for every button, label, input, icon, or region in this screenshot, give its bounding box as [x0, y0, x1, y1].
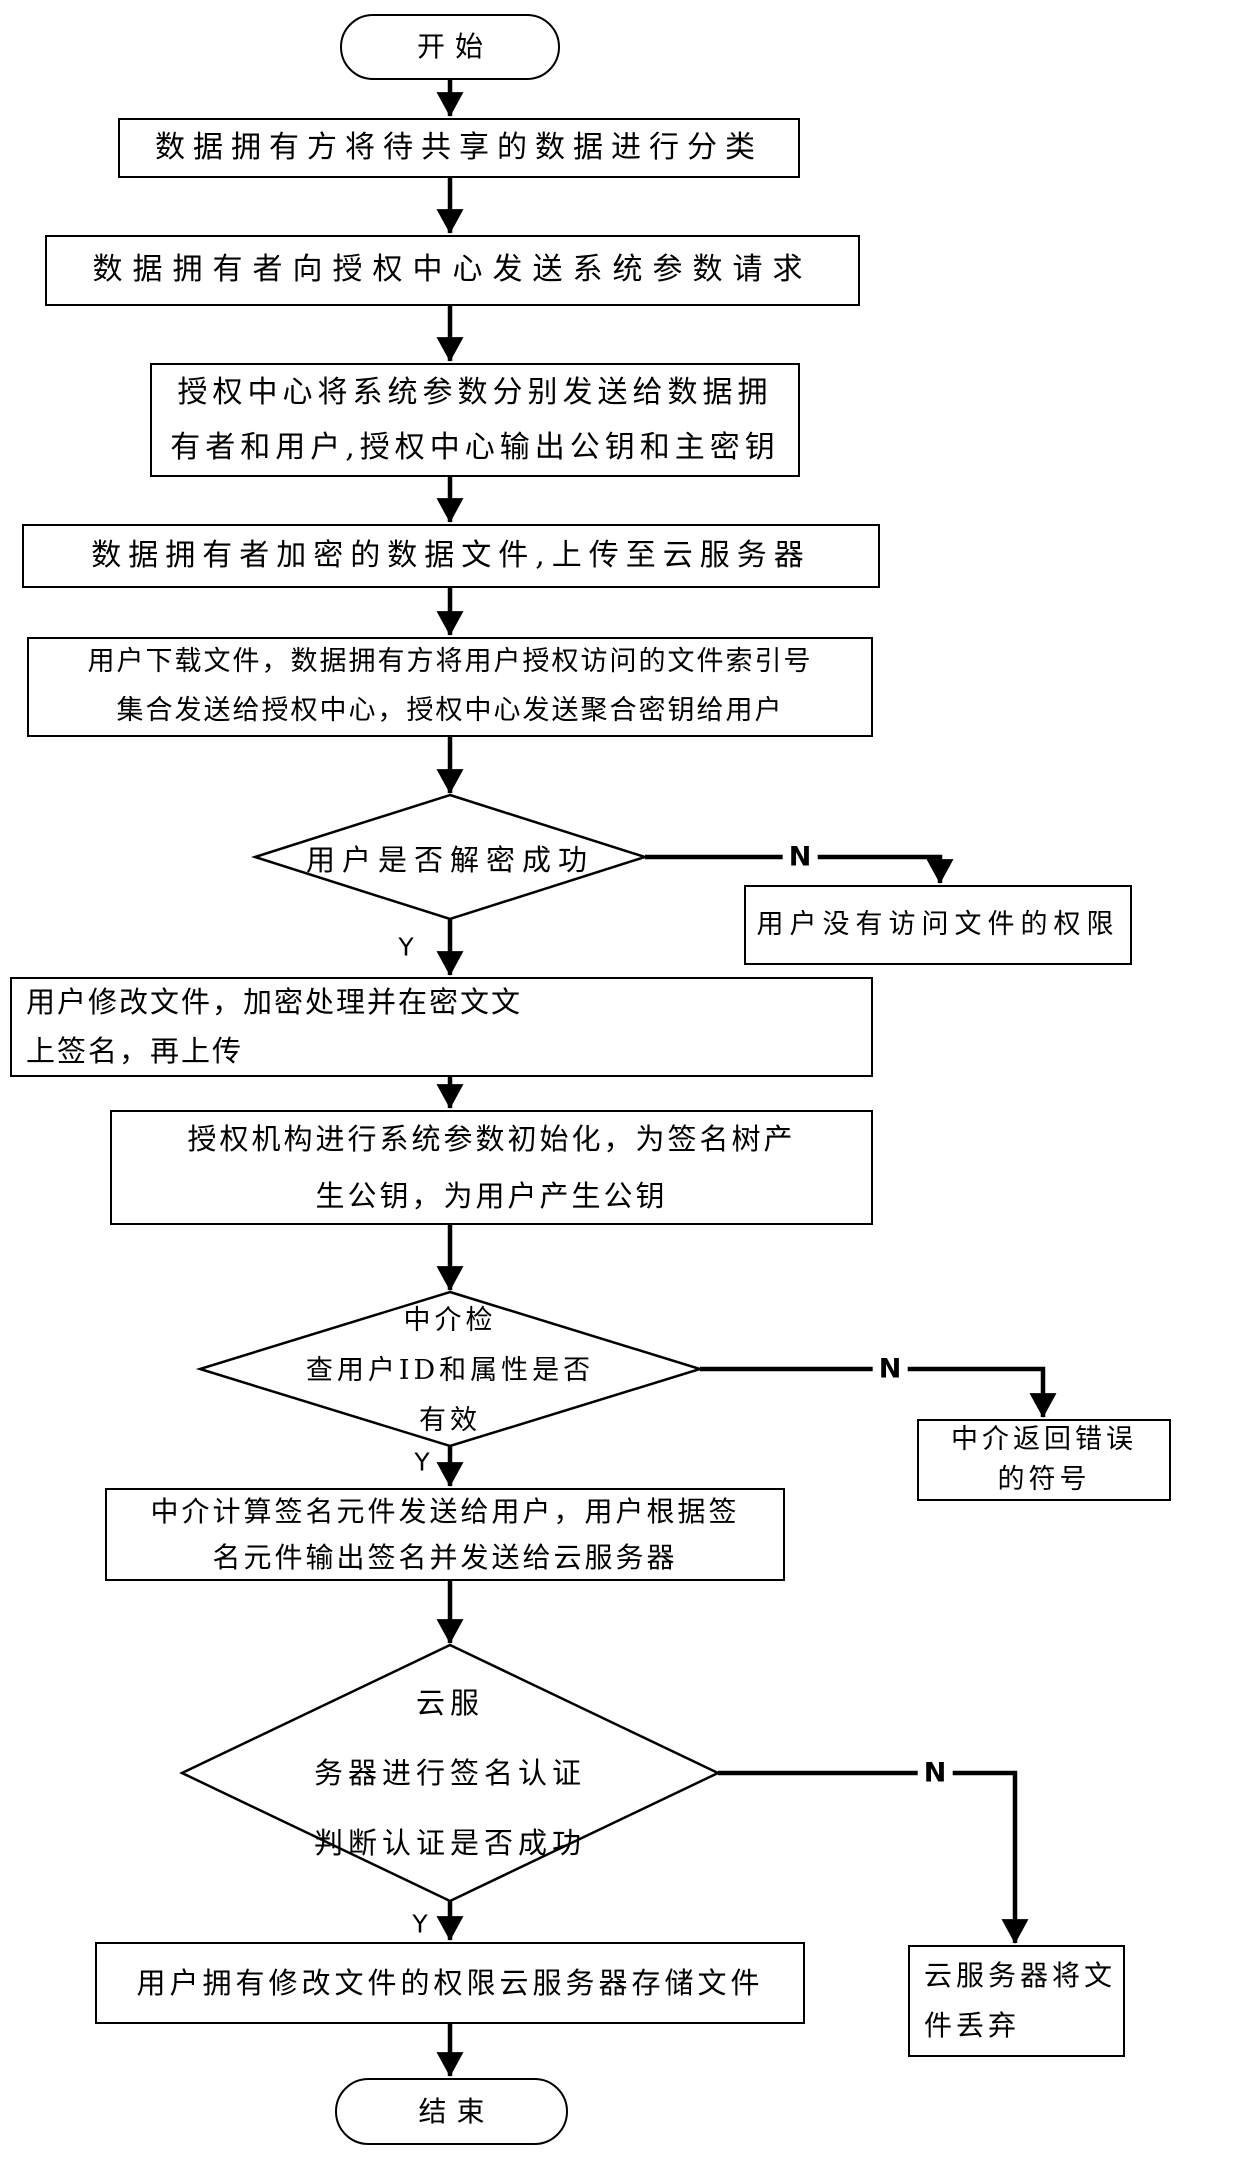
- process-distribute-params-line1: 授权中心将系统参数分别发送给数据拥: [177, 374, 773, 410]
- decision2-no-label: N: [872, 1353, 908, 1385]
- decision-verify-signature-shape: [179, 1643, 721, 1903]
- process-modify-sign-upload: 用户修改文件，加密处理并在密文文 上签名，再上传: [10, 977, 873, 1077]
- process-compute-signature-elements: 中介计算签名元件发送给用户，用户根据签 名元件输出签名并发送给云服务器: [105, 1488, 785, 1581]
- decision-check-id-attributes-line3: 有效: [418, 1405, 481, 1436]
- process-request-system-params: 数据拥有者向授权中心发送系统参数请求: [45, 235, 860, 306]
- process-download-aggregate-key-line1: 用户下载文件，数据拥有方将用户授权访问的文件索引号: [87, 646, 813, 678]
- decision-verify-signature-label: 云服 务器进行签名认证 判断认证是否成功: [314, 1668, 586, 1878]
- process-discard-file: 云服务器将文 件丢弃: [908, 1945, 1125, 2057]
- process-classify-data-label: 数据拥有方将待共享的数据进行分类: [155, 129, 763, 165]
- decision-check-id-attributes-shape: [195, 1290, 705, 1448]
- process-compute-signature-elements-line1: 中介计算签名元件发送给用户，用户根据签: [150, 1495, 740, 1529]
- process-discard-file-line2: 件丢弃: [924, 2009, 1021, 2042]
- arrow-decision2-no: [700, 1366, 1057, 1418]
- decision-verify-signature-line2: 务器进行签名认证: [313, 1756, 587, 1790]
- start-label: 开始: [416, 30, 493, 64]
- process-request-system-params-label: 数据拥有者向授权中心发送系统参数请求: [92, 252, 813, 288]
- start-terminator: 开始: [340, 14, 560, 80]
- arrow-decision3-no: [718, 1770, 1029, 1944]
- decision-verify-signature-line3: 判断认证是否成功: [313, 1826, 587, 1860]
- decision-check-id-attributes-line2: 查用户ID和属性是否: [305, 1355, 595, 1386]
- process-upload-encrypted-file-label: 数据拥有者加密的数据文件,上传至云服务器: [91, 537, 811, 573]
- process-return-error-symbol-line1: 中介返回错误: [951, 1423, 1137, 1455]
- process-init-signature-params-line1: 授权机构进行系统参数初始化，为签名树产: [187, 1121, 796, 1156]
- process-store-file-label: 用户拥有修改文件的权限云服务器存储文件: [136, 1965, 764, 2000]
- decision-decrypt-success-shape: [250, 793, 650, 921]
- process-download-aggregate-key-line2: 集合发送给授权中心，授权中心发送聚合密钥给用户: [116, 695, 784, 726]
- process-modify-sign-upload-line1: 用户修改文件，加密处理并在密文文: [26, 984, 523, 1019]
- process-modify-sign-upload-line2: 上签名，再上传: [26, 1034, 244, 1068]
- process-compute-signature-elements-line2: 名元件输出签名并发送给云服务器: [212, 1540, 678, 1574]
- end-label: 结束: [418, 2094, 495, 2128]
- decision-check-id-attributes-line1: 中介检: [403, 1305, 497, 1336]
- process-classify-data: 数据拥有方将待共享的数据进行分类: [118, 118, 800, 178]
- process-store-file: 用户拥有修改文件的权限云服务器存储文件: [95, 1942, 805, 2024]
- process-no-access-permission: 用户没有访问文件的权限: [744, 885, 1132, 965]
- process-discard-file-line1: 云服务器将文: [924, 1958, 1117, 1992]
- process-no-access-permission-label: 用户没有访问文件的权限: [756, 909, 1120, 941]
- decision-check-id-attributes-label: 中介检 查用户ID和属性是否 有效: [306, 1296, 594, 1446]
- decision2-yes-label: Y: [412, 1447, 432, 1477]
- process-distribute-params-line2: 有者和用户,授权中心输出公钥和主密钥: [170, 430, 780, 465]
- decision1-no-label: N: [782, 841, 818, 873]
- decision-verify-signature-line1: 云服: [415, 1686, 485, 1720]
- process-upload-encrypted-file: 数据拥有者加密的数据文件,上传至云服务器: [22, 524, 880, 588]
- process-return-error-symbol: 中介返回错误 的符号: [917, 1419, 1171, 1501]
- process-distribute-params: 授权中心将系统参数分别发送给数据拥 有者和用户,授权中心输出公钥和主密钥: [150, 363, 800, 477]
- decision-decrypt-success-label: 用户是否解密成功: [305, 843, 595, 877]
- process-download-aggregate-key: 用户下载文件，数据拥有方将用户授权访问的文件索引号 集合发送给授权中心，授权中心…: [27, 637, 873, 737]
- decision3-yes-label: Y: [410, 1909, 430, 1939]
- process-return-error-symbol-line2: 的符号: [997, 1464, 1091, 1495]
- process-init-signature-params: 授权机构进行系统参数初始化，为签名树产 生公钥，为用户产生公钥: [110, 1110, 873, 1225]
- arrow-decision1-no: [645, 854, 954, 884]
- decision3-no-label: N: [917, 1757, 953, 1789]
- process-init-signature-params-line2: 生公钥，为用户产生公钥: [315, 1178, 668, 1213]
- decision1-yes-label: Y: [396, 932, 416, 962]
- end-terminator: 结束: [335, 2078, 568, 2145]
